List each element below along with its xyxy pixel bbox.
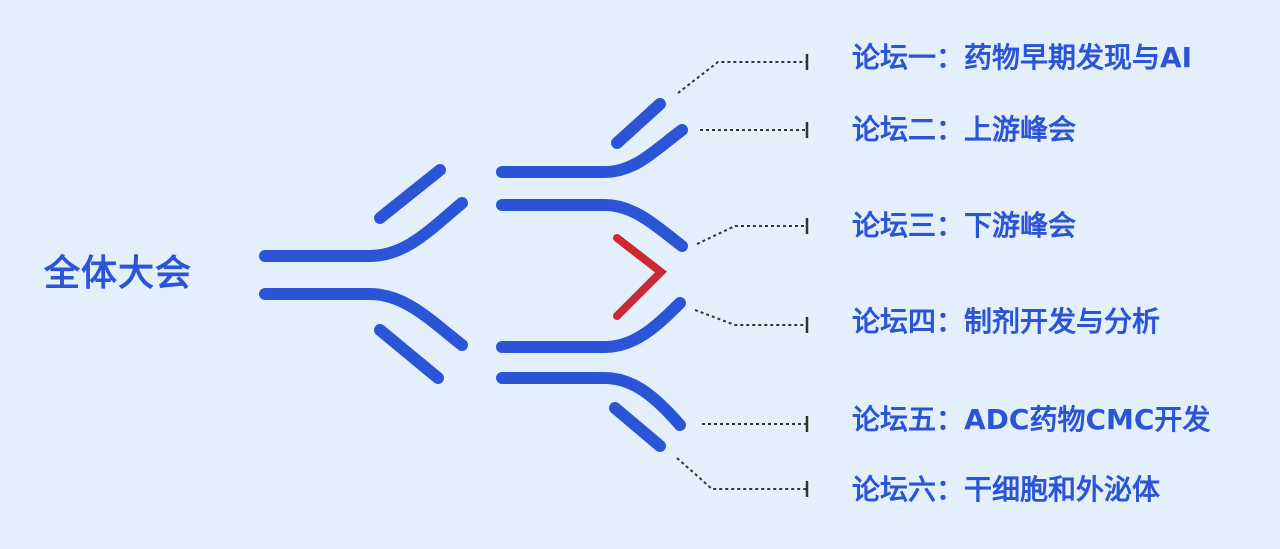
lower-branch-bottom-chain — [496, 372, 686, 431]
lower-branch-top-chain — [496, 297, 686, 353]
stem-lower-chain — [259, 288, 468, 351]
forum-label-1: 论坛一：药物早期发现与AI — [852, 41, 1193, 74]
forum-label-2: 论坛二：上游峰会 — [852, 113, 1077, 146]
main-session-title: 全体大会 — [44, 253, 193, 294]
upper-branch-light-chain — [611, 98, 666, 149]
forum-label-5: 论坛五：ADC药物CMC开发 — [852, 403, 1211, 436]
forum-label-3: 论坛三：下游峰会 — [852, 209, 1077, 242]
connector-forum-3 — [696, 225, 806, 245]
forum-label-6: 论坛六：干细胞和外泌体 — [852, 473, 1161, 506]
connector-forum-1 — [677, 61, 806, 94]
stem-upper-light-chain — [374, 164, 446, 224]
stem-lower-light-chain — [374, 324, 444, 384]
upper-branch-top-chain — [496, 124, 688, 178]
red-chevron-icon — [613, 234, 668, 320]
lower-branch-light-chain — [609, 402, 666, 452]
stem-upper-chain — [259, 197, 468, 262]
upper-branch-bottom-chain — [496, 199, 688, 252]
forum-label-4: 论坛四：制剂开发与分析 — [852, 305, 1161, 338]
connector-forum-6 — [676, 457, 806, 490]
connector-forum-4 — [694, 309, 806, 326]
